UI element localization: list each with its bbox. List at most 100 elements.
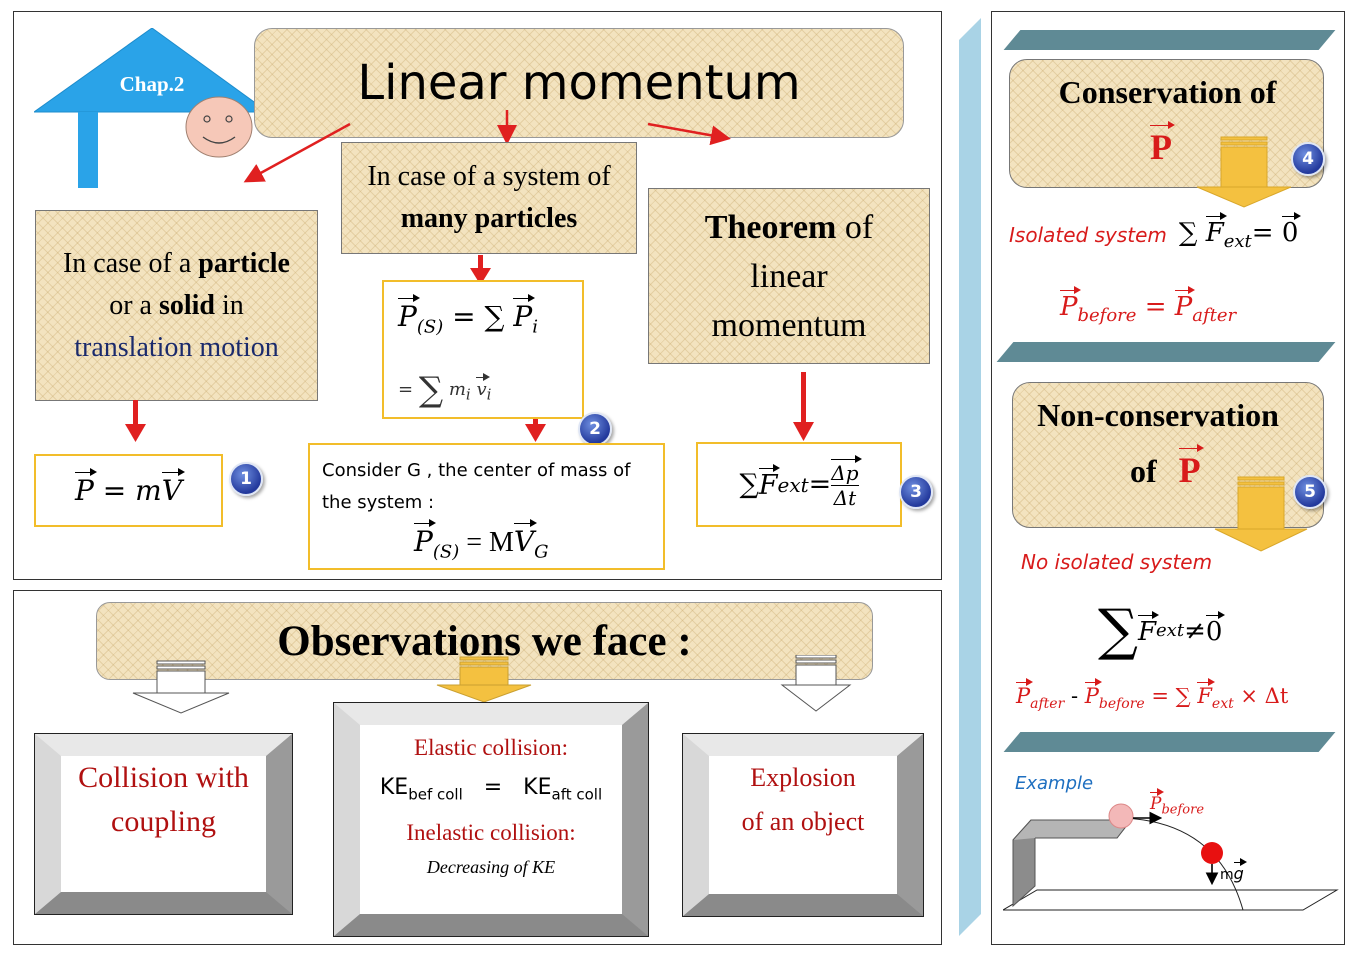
nc-f: F (1137, 610, 1160, 647)
iso-f: F (1205, 216, 1224, 248)
ex-m: m (1220, 867, 1234, 883)
f2-eq: = ∑ (443, 300, 514, 333)
f3-f: F (758, 464, 781, 501)
particle-case-box: In case of a particle or a solid in tran… (35, 210, 318, 401)
f2-l2-m: m (448, 379, 466, 400)
particle-text-1: In case of a (62, 247, 199, 279)
stripe-3 (1003, 732, 1336, 752)
ie-pa: P (1016, 682, 1031, 708)
pa: P (1174, 290, 1193, 322)
f2-l2-sum: ∑ (418, 370, 444, 410)
center-of-mass-text: Consider G , the center of mass of the s… (322, 460, 631, 513)
cm-v: V (513, 523, 535, 558)
formula-1: P = mV (75, 472, 182, 507)
collisions-text: Elastic collision: KEbef coll = KEaft co… (360, 730, 622, 884)
coupling-line-2: coupling (111, 805, 216, 838)
badge-4: 4 (1291, 142, 1325, 176)
badge-1: 1 (229, 462, 263, 496)
page-title: Linear momentum (357, 55, 801, 111)
explosion-text: Explosion of an object (709, 756, 897, 844)
ie-pa-sub: after (1030, 696, 1065, 713)
not-isolated-label: No isolated system (1021, 550, 1213, 574)
ke-1: KE (379, 775, 409, 800)
formula-momentum-system: P(S) = ∑ Pi = ∑ mi vi (382, 280, 584, 419)
theorem-line-2: linear (750, 257, 828, 295)
system-line-2: many particles (400, 203, 578, 234)
f3-ext: ext (777, 472, 809, 497)
isolated-label: Isolated system (1009, 223, 1167, 248)
f1-v: V (161, 472, 182, 507)
pb: P (1060, 290, 1078, 322)
arrow-right (780, 655, 852, 712)
conservation-p-letter: P (1150, 125, 1172, 167)
formula-2-line-1: P(S) = ∑ Pi (398, 298, 538, 338)
ke-aft: aft coll (551, 785, 603, 804)
f2-pi: P (513, 298, 533, 333)
conservation-equation: Pbefore = Pafter (1060, 290, 1237, 327)
ke-bef: bef coll (408, 785, 463, 804)
f1-m: m (135, 474, 162, 507)
ie-ext: ext (1211, 696, 1234, 713)
iso-zero: 0 (1281, 216, 1299, 248)
f2-l2-v: v (476, 377, 487, 400)
f3-den: Δt (833, 486, 857, 510)
nc-ext: ext (1156, 620, 1185, 641)
ie-times: × Δt (1233, 684, 1289, 708)
cm-sub: (S) (432, 541, 460, 563)
arrow-middle (436, 656, 532, 703)
isolated-formula: ∑ Fext= 0 (1178, 216, 1299, 252)
nonconservation-of: of (1130, 453, 1157, 489)
f3-num: Δp (831, 455, 862, 486)
example-label: Example (1015, 773, 1094, 794)
conservation-p: P (1150, 125, 1172, 168)
ke-2: KE (523, 775, 552, 800)
theorem-line-3: momentum (711, 306, 867, 344)
nc-sum: ∑ (1098, 598, 1138, 663)
conservation-title: Conservation of (1058, 74, 1277, 110)
ie-f: F (1197, 682, 1212, 708)
cm-p: P (414, 523, 433, 558)
theorem-box: Theorem of linear momentum (648, 188, 930, 364)
particle-word: particle (198, 247, 290, 279)
nonconservation-p: P (1178, 448, 1201, 490)
f2-p: P (398, 298, 417, 333)
nonconservation-title: Non-conservation (1037, 397, 1279, 433)
arrow-left (132, 660, 230, 714)
iso-eq: = (1251, 218, 1282, 248)
impulse-equation: Pafter - Pbefore = ∑ Fext × Δt (1016, 682, 1289, 713)
particle-text-3: in (215, 289, 244, 321)
center-of-mass-formula: P(S) = MVG (414, 523, 549, 563)
cons-eq: = (1136, 292, 1175, 322)
f2-l2-eq: = (398, 379, 419, 400)
badge-2: 2 (578, 412, 612, 446)
explosion-line-1: Explosion (750, 763, 856, 792)
f2-l2-mi: i (465, 385, 471, 404)
ex-pb-sub: before (1161, 802, 1205, 818)
pa-sub: after (1192, 305, 1237, 327)
theorem-line-1: Theorem of (705, 203, 873, 252)
elastic-label: Elastic collision: (414, 735, 568, 760)
f1-eq: = (93, 474, 136, 507)
center-of-mass-box: Consider G , the center of mass of the s… (308, 443, 665, 570)
smiley-icon (185, 96, 253, 158)
title-branch-arrows (243, 110, 731, 183)
iso-sum: ∑ (1178, 218, 1198, 248)
coupling-text: Collision with coupling (61, 756, 266, 892)
theorem-word: Theorem (704, 208, 837, 246)
ie-eq: = ∑ (1144, 684, 1198, 708)
nc-zero: 0 (1205, 610, 1225, 647)
chapter-arrow-icon (34, 28, 270, 188)
f3-sum: ∑ (739, 469, 759, 500)
particle-text-2: or a (109, 289, 159, 321)
coupling-frame (34, 733, 293, 915)
collisions-frame (333, 702, 649, 937)
cm-g: G (534, 541, 549, 563)
ie-pb: P (1084, 682, 1099, 708)
ke-equation: KEbef coll = KEaft coll (360, 766, 622, 816)
coupling-line-1: Collision with (78, 761, 249, 794)
pb-sub: before (1077, 305, 1137, 327)
solid-word: solid (158, 289, 215, 321)
f2-l2-vi: i (486, 385, 492, 404)
nonconservation-of-row: of P (1130, 448, 1201, 491)
